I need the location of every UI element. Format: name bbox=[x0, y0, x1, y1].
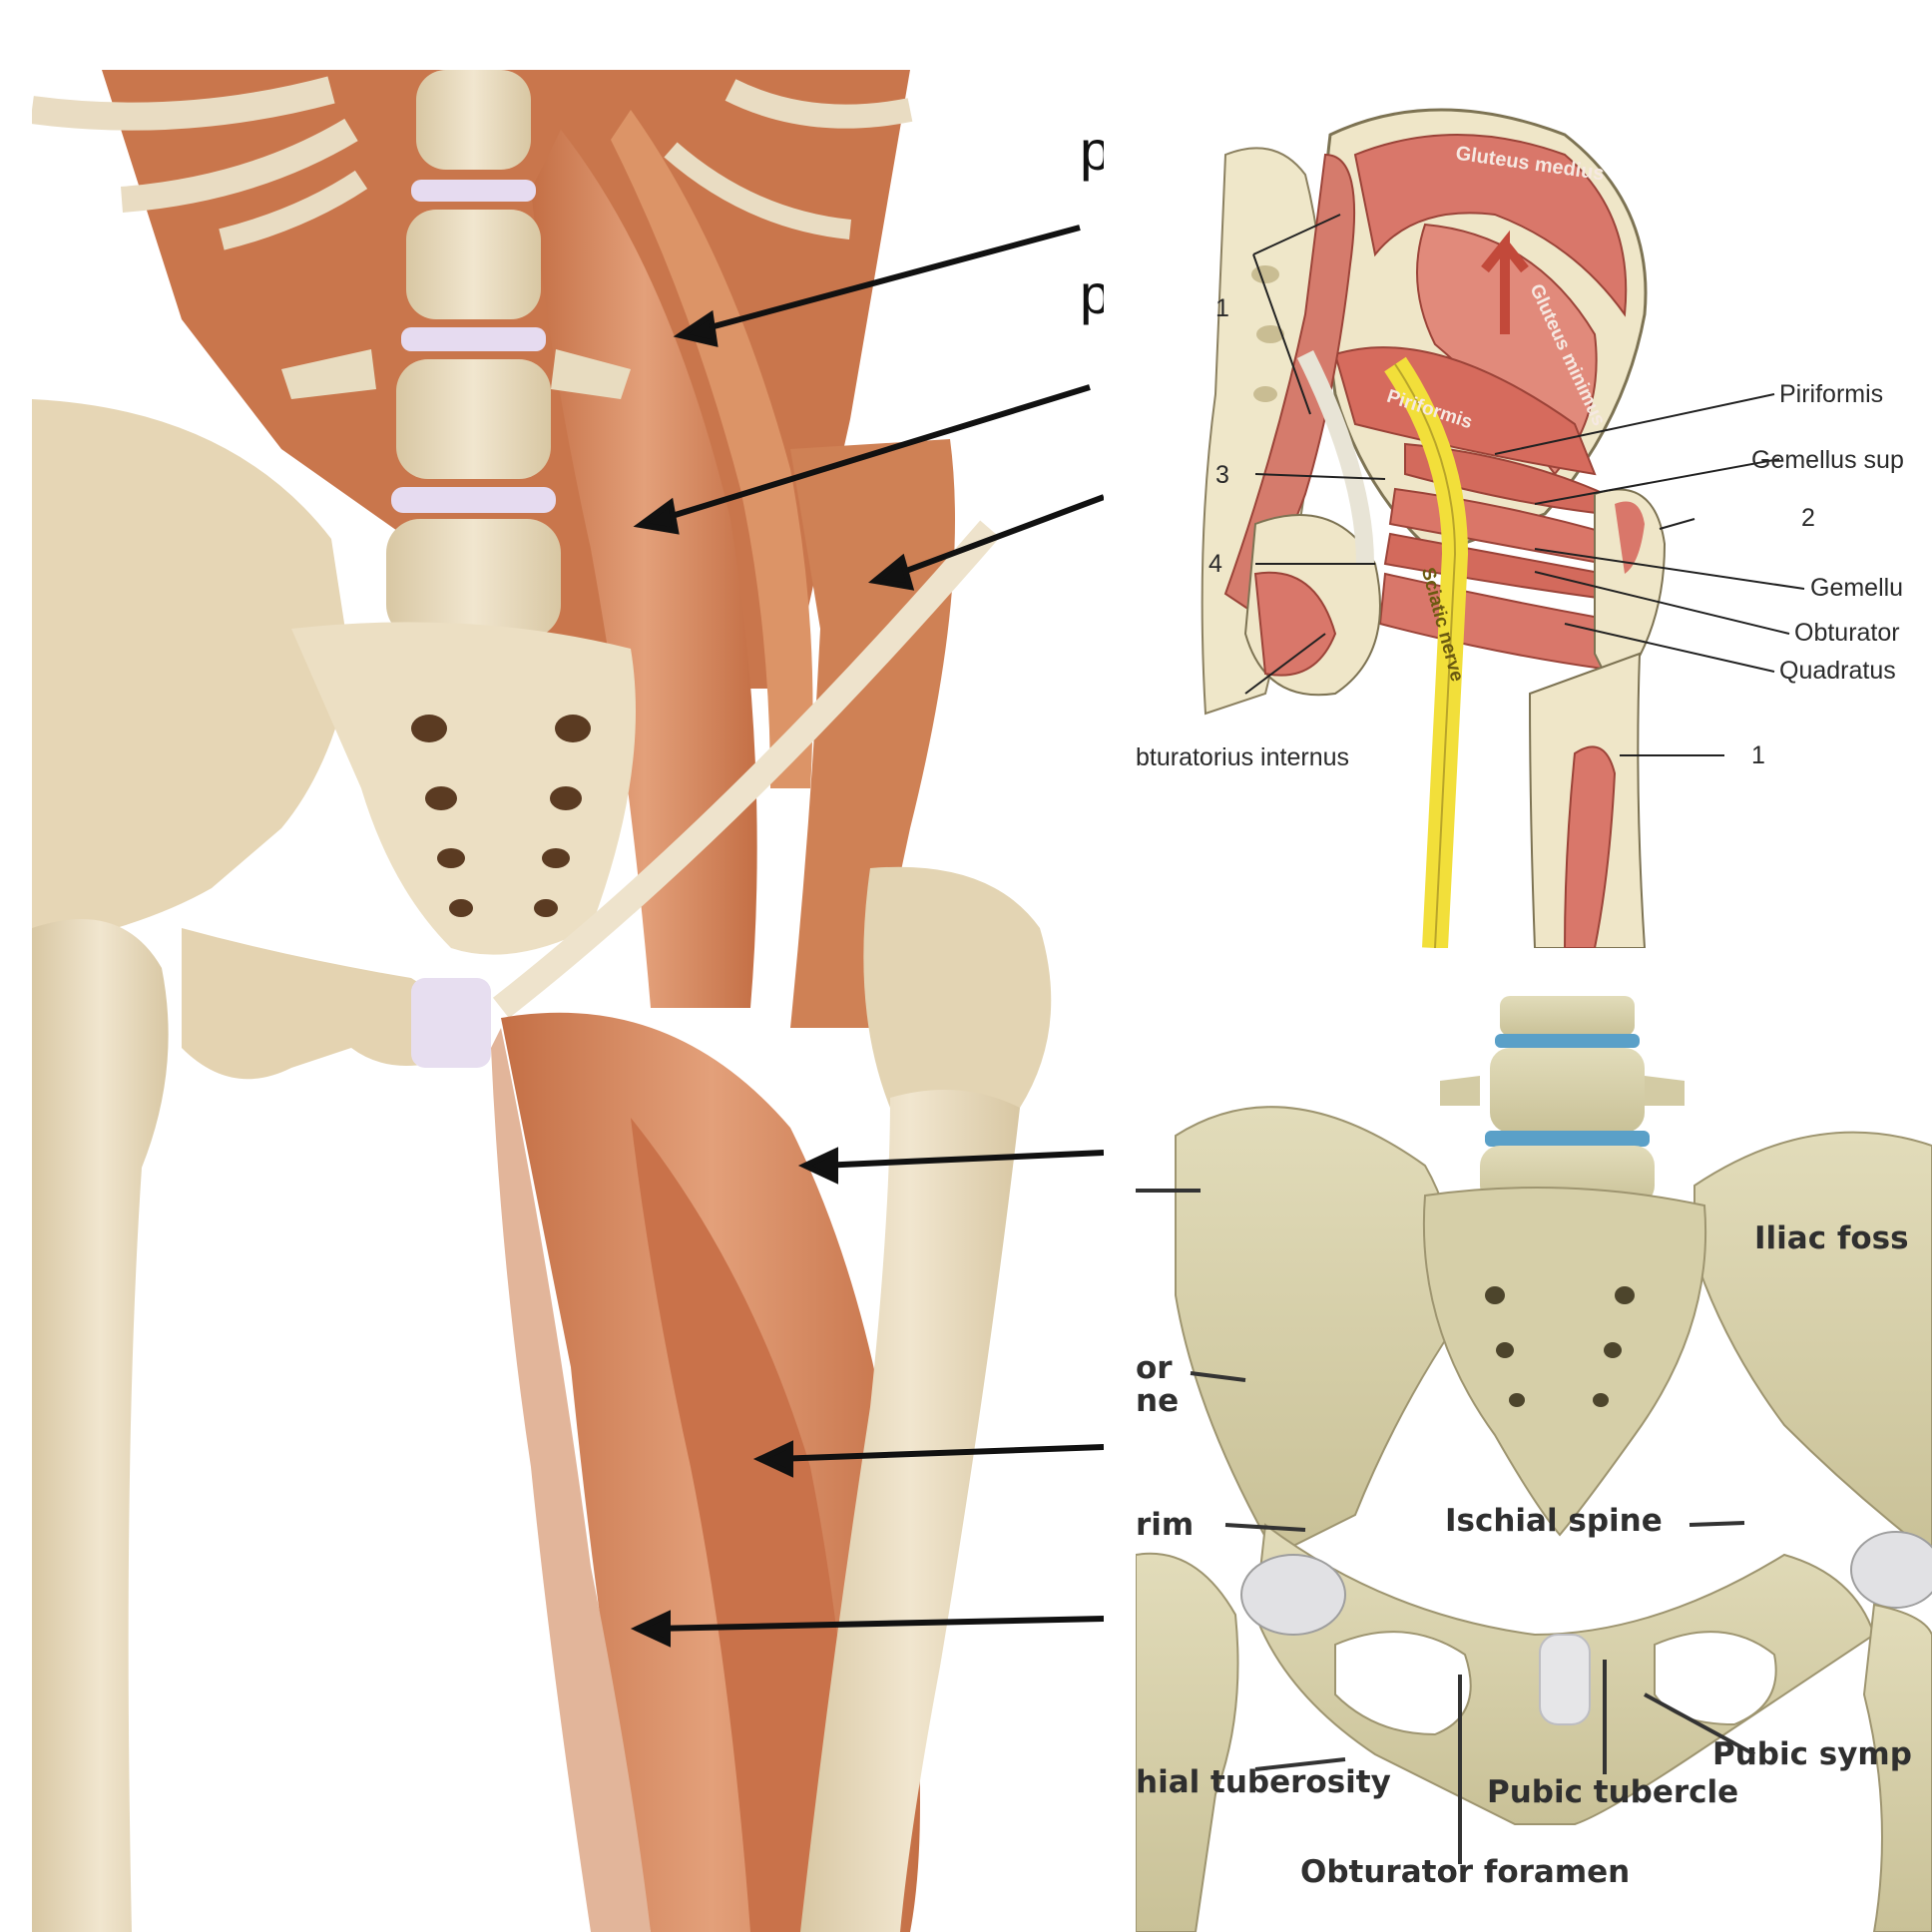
label-obturator: Obturator bbox=[1794, 619, 1900, 648]
label-or: or bbox=[1136, 1350, 1173, 1386]
label-rim: rim bbox=[1136, 1507, 1194, 1543]
label-p-top: p bbox=[1080, 118, 1104, 183]
leader-2 bbox=[1660, 519, 1694, 529]
left-iliac-wing bbox=[1176, 1107, 1457, 1555]
pubic-symphysis bbox=[411, 978, 491, 1068]
label-num-3: 3 bbox=[1215, 461, 1229, 490]
label-gemellu: Gemellu bbox=[1810, 574, 1903, 603]
label-quadratus: Quadratus bbox=[1779, 657, 1896, 686]
pelvis-bone-illustration: Iliac foss or ne rim Ischial spine Pubic… bbox=[1136, 996, 1932, 1932]
hip-muscles-illustration: p p bbox=[32, 70, 1104, 1932]
label-ischial-spine: Ischial spine bbox=[1445, 1503, 1663, 1539]
pubic-symphysis bbox=[1540, 1635, 1590, 1724]
left-ilium bbox=[32, 399, 351, 948]
label-num-1-bottom: 1 bbox=[1751, 741, 1765, 770]
label-iliac-fossa: Iliac foss bbox=[1754, 1220, 1909, 1256]
hip-muscles-drawing bbox=[32, 70, 1104, 1932]
label-obturator-foramen: Obturator foramen bbox=[1300, 1854, 1630, 1890]
label-num-1-top: 1 bbox=[1215, 294, 1229, 323]
label-pubic-symp: Pubic symp bbox=[1712, 1736, 1912, 1772]
label-piriformis: Piriformis bbox=[1779, 380, 1883, 409]
femoral-head-left bbox=[1241, 1555, 1345, 1635]
label-obturatorius-internus: bturatorius internus bbox=[1136, 743, 1349, 772]
label-num-2: 2 bbox=[1801, 504, 1815, 533]
deep-gluteal-muscles-illustration: Gluteus medius Gluteus minimus Piriformi… bbox=[1136, 95, 1932, 948]
femur-left bbox=[1136, 1554, 1238, 1932]
femoral-head-right bbox=[1851, 1532, 1932, 1608]
label-p-second: p bbox=[1080, 261, 1104, 326]
femur-left bbox=[32, 919, 169, 1932]
lumbar-vertebrae bbox=[1440, 996, 1685, 1206]
label-ne: ne bbox=[1136, 1383, 1179, 1419]
label-ischial-tuberosity: hial tuberosity bbox=[1136, 1764, 1391, 1800]
label-num-4: 4 bbox=[1208, 550, 1222, 579]
sacrum bbox=[1424, 1188, 1705, 1535]
right-iliac-wing bbox=[1694, 1133, 1932, 1555]
leader-ischial-spine bbox=[1690, 1523, 1744, 1525]
label-gemellus-sup: Gemellus sup bbox=[1751, 446, 1904, 475]
greater-trochanter bbox=[863, 867, 1051, 1108]
label-pubic-tubercle: Pubic tubercle bbox=[1487, 1774, 1738, 1810]
